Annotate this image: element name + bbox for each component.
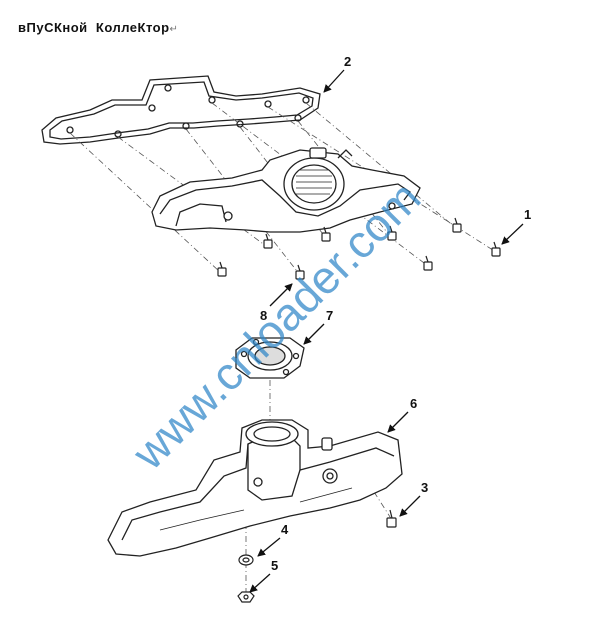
bolt-icon: [452, 217, 462, 233]
nut-icon: [237, 591, 255, 603]
bolt-icon: [217, 261, 227, 277]
callout-4: 4: [281, 522, 289, 537]
bolt-icon: [263, 233, 273, 249]
callout-6: 6: [410, 396, 417, 411]
callout-8: 8: [260, 308, 267, 323]
callout-3: 3: [421, 480, 428, 495]
title-return-mark: ↵: [169, 24, 179, 35]
bolt-icon: [387, 225, 397, 241]
washer-icon: [238, 554, 254, 566]
bolt-icon: [295, 264, 305, 280]
diagram-title: вПуСКной КоллеКтор↵: [18, 20, 178, 35]
bolt-icon: [491, 241, 501, 257]
callout-2: 2: [344, 54, 351, 69]
bolt-icon: [423, 255, 433, 271]
title-text: вПуСКной КоллеКтор: [18, 20, 170, 35]
gasket-part: [41, 75, 321, 145]
callout-1: 1: [524, 207, 531, 222]
bolt-icon: [321, 226, 331, 242]
callout-leaders: [249, 69, 524, 593]
adapter-plate-part: [235, 337, 305, 379]
callout-labels: 1 2 3 4 5 6 7 8: [260, 54, 531, 573]
upper-bolts: [217, 217, 501, 280]
intake-manifold-lower-part: [107, 419, 403, 557]
upper-manifold-housing: [151, 147, 421, 233]
callout-7: 7: [326, 308, 333, 323]
callout-5: 5: [271, 558, 278, 573]
bolt-icon: [386, 509, 397, 528]
lower-fasteners: [237, 509, 397, 603]
